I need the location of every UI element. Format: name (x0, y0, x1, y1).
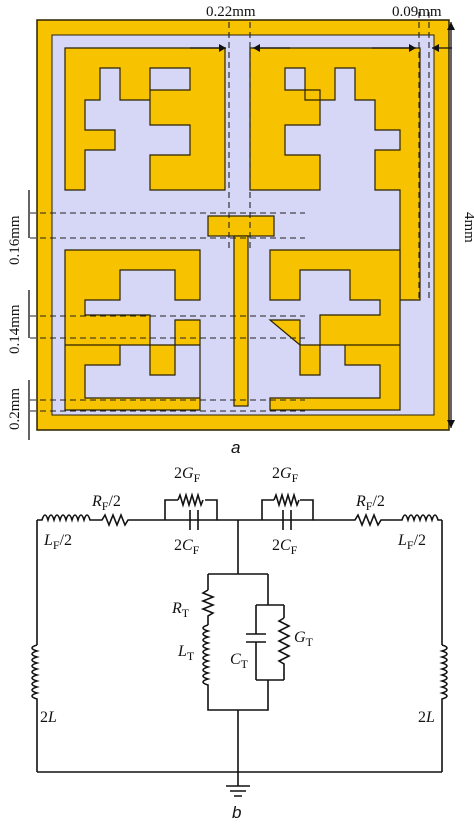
shunt-frame (207, 573, 269, 786)
feed-t-stem (233, 235, 249, 407)
inductor-2l-right (439, 644, 448, 700)
dim-side-head-top (447, 22, 455, 30)
label-ct: CT (230, 651, 249, 671)
fractal-arm-top-right (249, 47, 421, 301)
caption-a: a (231, 438, 240, 457)
label-cf-left: 2CF (174, 537, 200, 557)
arrowhead-gap-right (253, 44, 260, 52)
block-right-frame (261, 499, 314, 521)
fractal-arm-bottom-right (268, 249, 401, 411)
capacitor-cf-right (282, 510, 292, 530)
label-gf-left: 2GF (174, 465, 201, 485)
resistor-rf-right (313, 512, 398, 528)
ground-icon (226, 785, 250, 797)
resonator-layout: 0.22mm 0.09mm 4mm 0.16mm 0.14mm 0.2mm a (7, 4, 474, 457)
label-lf-left: LF/2 (43, 532, 72, 552)
conductance-gf-left (177, 492, 204, 508)
label-rt: RT (171, 600, 190, 620)
fractal-arm-bottom-left (64, 249, 201, 411)
capacitor-cf-left (189, 510, 199, 530)
conductance-gt (277, 617, 291, 668)
block-left-frame (164, 499, 218, 521)
fractal-arm-top-left (64, 47, 226, 191)
feed-t-top (207, 215, 275, 237)
label-w2: 0.14mm (7, 304, 23, 354)
label-lt: LT (177, 643, 195, 663)
label-rf-right: RF/2 (355, 493, 385, 513)
dim-side-head-bottom (447, 420, 455, 428)
conductance-gf-right (273, 492, 300, 508)
label-cf-right: 2CF (272, 537, 298, 557)
caption-b: b (232, 803, 241, 822)
inductor-lf-left (37, 514, 95, 523)
label-w1: 0.16mm (7, 215, 23, 265)
label-2l-right: 2L (418, 709, 435, 726)
arrowhead-gap-left (219, 44, 226, 52)
inductor-2l-left (31, 644, 40, 700)
ct-gt-frame (255, 604, 285, 681)
arrowhead-rgap-right (432, 44, 439, 52)
label-side: 4mm (461, 212, 474, 243)
equivalent-circuit: LF/2 RF/2 2GF 2CF 2GF 2CF RF/2 LF/2 RT L… (31, 465, 448, 822)
label-rf-left: RF/2 (91, 493, 121, 513)
label-gf-right: 2GF (272, 465, 299, 485)
label-lf-right: LF/2 (397, 532, 426, 552)
capacitor-ct (246, 633, 266, 643)
inductor-lt (202, 624, 211, 690)
label-gap-right: 0.09mm (392, 4, 442, 20)
label-gt: GT (294, 629, 314, 649)
resistor-rf-left (95, 512, 165, 528)
resistor-rt (200, 589, 216, 625)
label-w3: 0.2mm (7, 388, 23, 430)
label-2l-left: 2L (40, 709, 57, 726)
arrowhead-rgap-left (409, 44, 416, 52)
inductor-lf-right (398, 514, 442, 523)
label-gap-center: 0.22mm (206, 4, 256, 20)
